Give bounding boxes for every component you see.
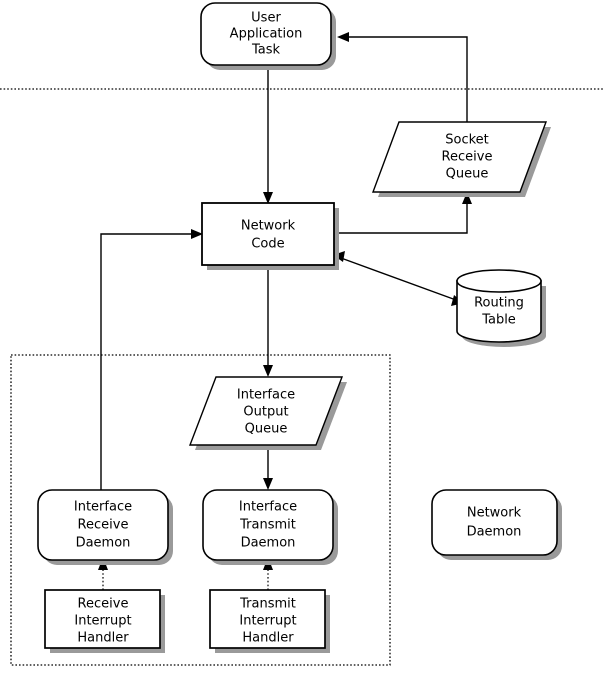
interface-output-queue-label-line1: Interface — [237, 388, 295, 403]
network-daemon-legend-label-line2: Daemon — [467, 525, 522, 540]
edge-user-app-to-network-code — [263, 69, 273, 204]
network-daemon-legend-body — [431, 489, 558, 556]
interface-output-queue-label-line3: Queue — [245, 422, 288, 437]
device-driver-group-boundary — [10, 354, 391, 666]
interface-receive-daemon-label-line3: Daemon — [76, 536, 131, 551]
receive-interrupt-handler-label-line1: Receive — [78, 597, 129, 612]
receive-interrupt-handler-body — [44, 589, 161, 649]
edge-network-code-to-interface-output-queue — [263, 265, 273, 377]
transmit-interrupt-handler-label-line2: Interrupt — [239, 614, 296, 629]
network-code-label-line2: Code — [251, 237, 284, 252]
interface-output-queue-label-line2: Output — [243, 405, 288, 420]
routing-table-cylinder-top — [456, 269, 542, 293]
socket-receive-queue-label-line1: Socket — [445, 133, 489, 148]
edge-socket-receive-queue-to-user-app — [337, 32, 468, 122]
node-receive-interrupt-handler[interactable]: Receive Interrupt Handler — [44, 589, 165, 653]
network-code-label-line1: Network — [241, 219, 296, 234]
network-code-body — [201, 202, 335, 266]
node-interface-output-queue[interactable]: Interface Output Queue — [188, 376, 347, 450]
user-application-task-label-line3: Task — [251, 43, 281, 58]
socket-receive-queue-label-line3: Queue — [446, 167, 489, 182]
node-user-application-task[interactable]: User Application Task — [200, 2, 336, 70]
receive-interrupt-handler-label-line3: Handler — [77, 631, 129, 646]
transmit-interrupt-handler-label-line3: Handler — [242, 631, 294, 646]
node-routing-table[interactable]: Routing Table — [456, 269, 546, 347]
node-network-code[interactable]: Network Code — [201, 202, 339, 270]
user-application-task-body — [200, 2, 332, 66]
transmit-interrupt-handler-body — [209, 589, 326, 649]
interface-transmit-daemon-label-line1: Interface — [239, 500, 297, 515]
node-interface-transmit-daemon[interactable]: Interface Transmit Daemon — [202, 489, 338, 565]
user-application-task-label-line2: Application — [230, 27, 303, 42]
interface-receive-daemon-label-line1: Interface — [74, 500, 132, 515]
user-application-task-label-line1: User — [251, 11, 281, 26]
node-socket-receive-queue[interactable]: Socket Receive Queue — [371, 121, 551, 197]
routing-table-label-line2: Table — [481, 313, 516, 328]
edge-network-code-to-socket-receive-queue — [334, 192, 472, 234]
interface-transmit-daemon-body — [202, 489, 334, 561]
node-transmit-interrupt-handler[interactable]: Transmit Interrupt Handler — [209, 589, 330, 653]
socket-receive-queue-body — [371, 121, 548, 193]
network-daemon-legend-label-line1: Network — [467, 506, 522, 521]
node-network-daemon-legend[interactable]: Network Daemon — [431, 489, 562, 560]
edge-network-code-routing-table — [333, 251, 464, 306]
interface-receive-daemon-body — [37, 489, 169, 561]
routing-table-label-line1: Routing — [474, 296, 524, 311]
interface-output-queue-body — [188, 376, 344, 446]
routing-table-cylinder-body — [456, 280, 542, 343]
interface-transmit-daemon-label-line2: Transmit — [239, 518, 296, 533]
receive-interrupt-handler-label-line2: Interrupt — [74, 614, 131, 629]
node-interface-receive-daemon[interactable]: Interface Receive Daemon — [37, 489, 173, 565]
edge-interface-output-queue-to-transmit-daemon — [263, 445, 273, 490]
transmit-interrupt-handler-label-line1: Transmit — [239, 597, 296, 612]
edge-interface-receive-daemon-to-network-code — [100, 229, 203, 490]
interface-transmit-daemon-label-line3: Daemon — [241, 536, 296, 551]
interface-receive-daemon-label-line2: Receive — [78, 518, 129, 533]
socket-receive-queue-label-line2: Receive — [442, 150, 493, 165]
